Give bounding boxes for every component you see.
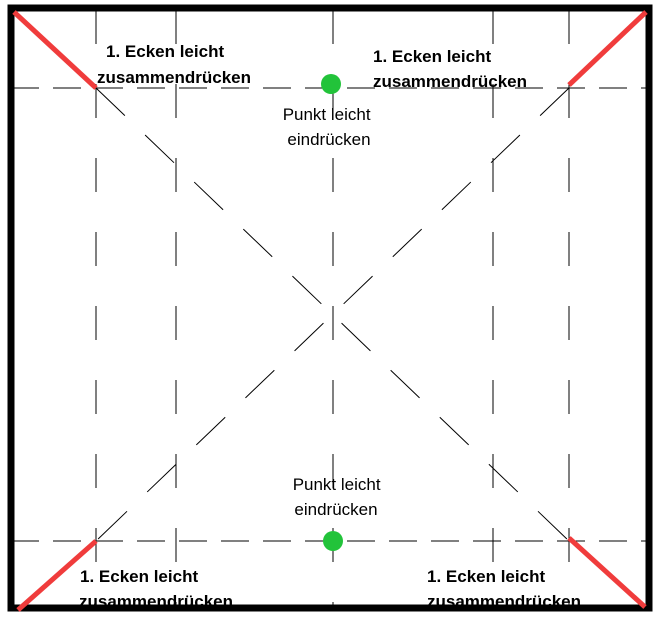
- corner-mark-bottom-left: [16, 539, 98, 612]
- point-label-top: Punkt leicht eindrücken: [283, 105, 376, 149]
- corner-label-bottom-left-line2: zusammendrücken: [79, 592, 233, 611]
- corner-mark-top-left: [12, 10, 98, 90]
- corner-label-bottom-left-line1: 1. Ecken leicht: [80, 567, 198, 586]
- point-label-top-line2: eindrücken: [287, 130, 370, 149]
- point-label-bottom-line2: eindrücken: [294, 500, 377, 519]
- point-label-bottom-line1: Punkt leicht: [293, 475, 381, 494]
- corner-marks: [12, 10, 648, 612]
- fold-line-diagonal-2: [95, 87, 570, 542]
- corner-label-bottom-right: 1. Ecken leicht zusammendrücken: [427, 567, 581, 611]
- corner-label-top-left: 1. Ecken leicht zusammendrücken: [97, 42, 251, 87]
- corner-label-top-right-line2: zusammendrücken: [373, 72, 527, 91]
- corner-mark-top-right: [567, 10, 648, 87]
- corner-label-bottom-right-line1: 1. Ecken leicht: [427, 567, 545, 586]
- press-point-bottom: [323, 531, 343, 551]
- point-label-bottom: Punkt leicht eindrücken: [293, 475, 386, 519]
- corner-label-top-right: 1. Ecken leicht zusammendrücken: [373, 47, 527, 91]
- corner-label-top-left-line1: 1. Ecken leicht: [106, 42, 224, 61]
- point-label-top-line1: Punkt leicht: [283, 105, 371, 124]
- press-point-top: [321, 74, 341, 94]
- fold-lines: [11, 10, 649, 606]
- corner-mark-bottom-right: [567, 536, 647, 609]
- corner-label-top-left-line2: zusammendrücken: [97, 68, 251, 87]
- corner-label-top-right-line1: 1. Ecken leicht: [373, 47, 491, 66]
- fold-line-diagonal-1: [95, 87, 570, 542]
- corner-label-bottom-right-line2: zusammendrücken: [427, 592, 581, 611]
- corner-label-bottom-left: 1. Ecken leicht zusammendrücken: [79, 567, 233, 611]
